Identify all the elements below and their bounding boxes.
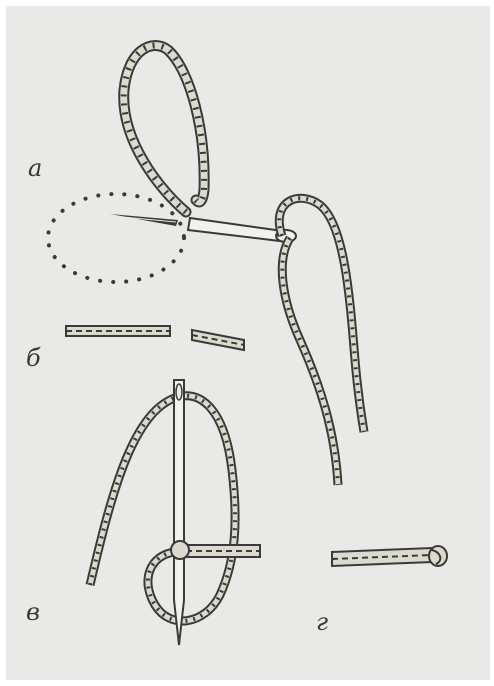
needle-vertical — [174, 380, 184, 645]
figure-g — [332, 546, 447, 566]
label-g: г — [316, 610, 328, 634]
needle-body — [188, 218, 290, 242]
dotted-outline — [48, 194, 184, 282]
figure-v — [90, 380, 260, 645]
label-a: а — [28, 156, 42, 180]
wrap-knot — [171, 541, 189, 559]
figure-b — [66, 326, 244, 350]
needle-eye-vertical — [176, 384, 182, 400]
thread-segment-right — [192, 330, 244, 350]
label-b: б — [26, 346, 41, 370]
needle-tip — [110, 214, 178, 226]
label-v: в — [26, 600, 40, 624]
figure-a — [48, 46, 364, 485]
